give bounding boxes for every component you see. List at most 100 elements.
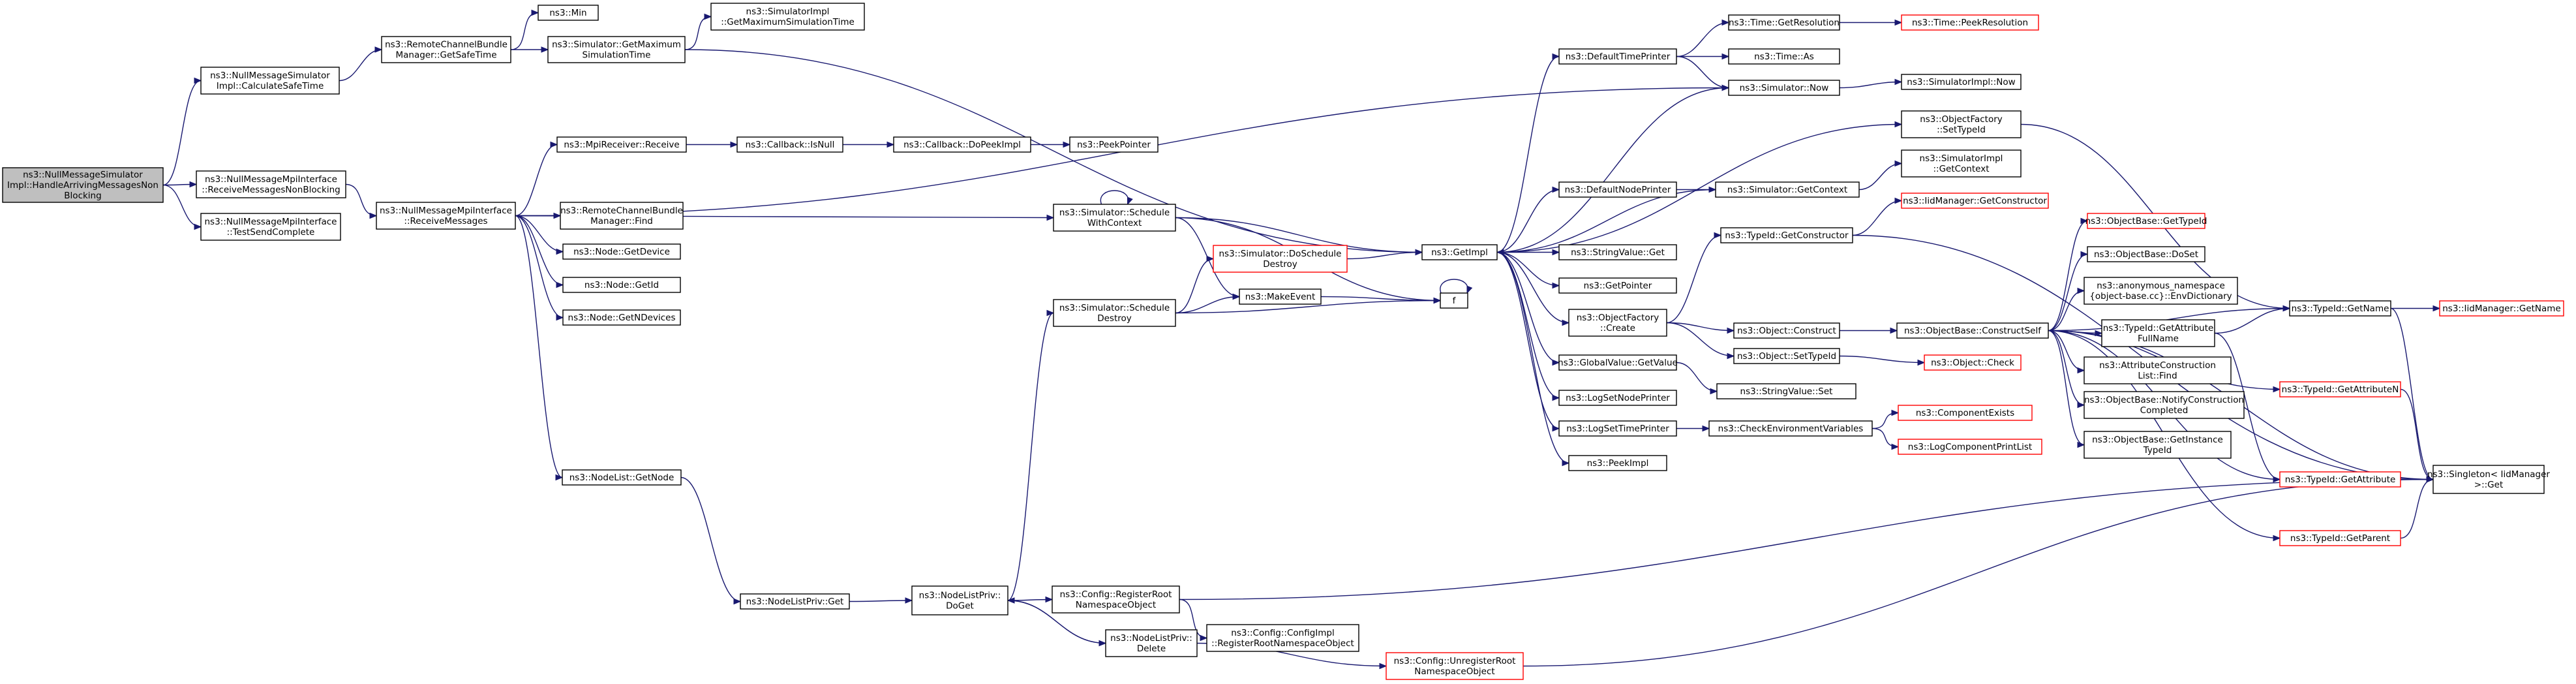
node-defNodePrinter[interactable]: ns3::DefaultNodePrinter xyxy=(1558,181,1677,198)
node-root[interactable]: ns3::NullMessageSimulatorImpl::HandleArr… xyxy=(2,167,164,203)
node-box xyxy=(740,593,850,610)
node-logSetTime[interactable]: ns3::LogSetTimePrinter xyxy=(1558,420,1677,437)
node-tidGetAttrN[interactable]: ns3::TypeId::GetAttributeN xyxy=(2279,381,2401,397)
node-tidGetName[interactable]: ns3::TypeId::GetName xyxy=(2289,300,2391,317)
node-simImplGetMax[interactable]: ns3::SimulatorImpl::GetMaximumSimulation… xyxy=(710,3,865,31)
node-label: ns3::Object::Check xyxy=(1931,358,2014,368)
node-tidGetCtor[interactable]: ns3::TypeId::GetConstructor xyxy=(1720,227,1853,243)
node-label: ns3::ObjectBase::NotifyConstruction xyxy=(2084,395,2244,405)
edge-objConstruct-to-obConstructSelf xyxy=(1840,327,1898,334)
node-tidGetAttr[interactable]: ns3::TypeId::GetAttribute xyxy=(2279,471,2401,488)
node-peekPtr[interactable]: ns3::PeekPointer xyxy=(1069,136,1159,153)
node-box xyxy=(2,167,164,203)
edge-recvMsgs-to-nodeListGetNode xyxy=(515,215,564,481)
edge-nlpDelete-to-nlpDoGet xyxy=(1007,597,1106,644)
node-box xyxy=(381,36,511,63)
node-checkEnv[interactable]: ns3::CheckEnvironmentVariables xyxy=(1708,420,1873,437)
node-ofSetTypeId[interactable]: ns3::ObjectFactory::SetTypeId xyxy=(1901,110,2022,138)
node-nodeGetNDev[interactable]: ns3::Node::GetNDevices xyxy=(562,309,681,326)
edge-root-to-testSend xyxy=(162,184,202,230)
edge-recvMsgs-to-nodeGetNDev xyxy=(515,215,564,321)
node-obDoSet[interactable]: ns3::ObjectBase::DoSet xyxy=(2087,246,2205,262)
node-nodeGetId[interactable]: ns3::Node::GetId xyxy=(562,277,681,293)
node-timeAs[interactable]: ns3::Time::As xyxy=(1728,48,1840,65)
node-iidGetCtor[interactable]: ns3::IidManager::GetConstructor xyxy=(1901,193,2049,209)
edge-nodeListGetNode-to-nlpGet xyxy=(680,476,742,605)
node-cfgImplRegister[interactable]: ns3::Config::ConfigImpl::RegisterRootNam… xyxy=(1206,624,1359,652)
node-timePeekRes[interactable]: ns3::Time::PeekResolution xyxy=(1901,14,2039,31)
node-label: ns3::CheckEnvironmentVariables xyxy=(1718,424,1864,434)
node-strValSet[interactable]: ns3::StringValue::Set xyxy=(1716,383,1856,399)
node-rcbmGetSafe[interactable]: ns3::RemoteChannelBundleManager::GetSafe… xyxy=(381,36,511,63)
node-cbDoPeek[interactable]: ns3::Callback::DoPeekImpl xyxy=(893,136,1031,153)
node-box xyxy=(376,202,516,230)
node-nodeGetDevice[interactable]: ns3::Node::GetDevice xyxy=(562,243,681,260)
node-iidGetName[interactable]: ns3::IidManager::GetName xyxy=(2439,300,2564,317)
node-recvMsgs[interactable]: ns3::NullMessageMpiInterface::ReceiveMes… xyxy=(376,202,516,230)
node-label: ns3::TypeId::GetAttribute xyxy=(2103,323,2214,334)
node-mpiRecv[interactable]: ns3::MpiReceiver::Receive xyxy=(556,136,687,153)
node-obNotify[interactable]: ns3::ObjectBase::NotifyConstructionCompl… xyxy=(2084,391,2245,419)
node-min[interactable]: ns3::Min xyxy=(538,5,599,21)
node-nlpDoGet[interactable]: ns3::NodeListPriv::DoGet xyxy=(911,585,1008,615)
node-objConstruct[interactable]: ns3::Object::Construct xyxy=(1733,322,1840,339)
node-obConstructSelf[interactable]: ns3::ObjectBase::ConstructSelf xyxy=(1896,322,2049,339)
node-nlpGet[interactable]: ns3::NodeListPriv::Get xyxy=(740,593,850,610)
node-singletonGet[interactable]: ns3::Singleton< IidManager>::Get xyxy=(2427,465,2550,494)
node-simImplNow[interactable]: ns3::SimulatorImpl::Now xyxy=(1901,74,2022,90)
node-simImplGetContext[interactable]: ns3::SimulatorImpl::GetContext xyxy=(1901,149,2022,178)
node-nodeListGetNode[interactable]: ns3::NodeList::GetNode xyxy=(562,469,682,486)
node-box xyxy=(2087,246,2205,262)
node-calcSafe[interactable]: ns3::NullMessageSimulatorImpl::Calculate… xyxy=(200,67,340,95)
node-box xyxy=(200,213,341,241)
node-label: ns3::Node::GetDevice xyxy=(573,247,670,257)
node-label: ns3::TypeId::GetParent xyxy=(2290,533,2390,544)
node-label: ns3::Config::UnregisterRoot xyxy=(1394,656,1516,666)
node-ofCreate[interactable]: ns3::ObjectFactory::Create xyxy=(1568,309,1667,337)
edge-recvMsgs-to-mpiRecv xyxy=(515,141,558,217)
node-gvGetValue[interactable]: ns3::GlobalValue::GetValue xyxy=(1558,354,1678,371)
edge-cbDoPeek-to-peekPtr xyxy=(1031,141,1071,148)
node-logSetNode[interactable]: ns3::LogSetNodePrinter xyxy=(1558,390,1677,406)
node-simGetMax[interactable]: ns3::Simulator::GetMaximumSimulationTime xyxy=(547,36,686,63)
node-cbIsNull[interactable]: ns3::Callback::IsNull xyxy=(736,136,843,153)
node-tidGetParent[interactable]: ns3::TypeId::GetParent xyxy=(2279,530,2401,546)
node-label: f xyxy=(1453,296,1457,306)
node-f[interactable]: f xyxy=(1440,292,1468,309)
node-objCheck[interactable]: ns3::Object::Check xyxy=(1924,354,2022,371)
node-logCompPrint[interactable]: ns3::LogComponentPrintList xyxy=(1898,439,2042,455)
node-objSetTypeId[interactable]: ns3::Object::SetTypeId xyxy=(1733,348,1840,364)
node-cfgRegister[interactable]: ns3::Config::RegisterRootNamespaceObject xyxy=(1052,585,1180,614)
node-recvNB[interactable]: ns3::NullMessageMpiInterface::ReceiveMes… xyxy=(196,170,346,198)
node-testSend[interactable]: ns3::NullMessageMpiInterface::TestSendCo… xyxy=(200,213,341,241)
node-label: ns3::NodeListPriv:: xyxy=(1110,633,1192,644)
node-getPointer[interactable]: ns3::GetPointer xyxy=(1558,277,1677,294)
node-label: List::Find xyxy=(2138,371,2177,381)
node-simNow[interactable]: ns3::Simulator::Now xyxy=(1728,80,1840,96)
node-timeGetRes[interactable]: ns3::Time::GetResolution xyxy=(1728,14,1840,31)
node-compExists[interactable]: ns3::ComponentExists xyxy=(1898,405,2033,421)
node-simGetContext[interactable]: ns3::Simulator::GetContext xyxy=(1715,181,1860,198)
node-box xyxy=(2289,300,2391,317)
node-box xyxy=(1558,48,1677,65)
node-defTimePrinter[interactable]: ns3::DefaultTimePrinter xyxy=(1558,48,1677,65)
node-peekImpl[interactable]: ns3::PeekImpl xyxy=(1568,455,1667,471)
node-makeEvent[interactable]: ns3::MakeEvent xyxy=(1239,288,1322,305)
node-getImpl[interactable]: ns3::GetImpl xyxy=(1421,244,1498,260)
edge-getImpl-to-gvGetValue xyxy=(1496,251,1560,366)
node-obGetTypeId[interactable]: ns3::ObjectBase::GetTypeId xyxy=(2085,213,2207,229)
node-strValGet[interactable]: ns3::StringValue::Get xyxy=(1558,244,1677,260)
node-box xyxy=(562,309,681,326)
node-cfgUnregister[interactable]: ns3::Config::UnregisterRootNamespaceObje… xyxy=(1386,652,1524,680)
node-anonEnvDict[interactable]: ns3::anonymous_namespace{object-base.cc}… xyxy=(2084,277,2238,305)
edge-recvMsgs-to-nodeGetDevice xyxy=(515,215,564,255)
node-nlpDelete[interactable]: ns3::NodeListPriv::Delete xyxy=(1105,629,1198,657)
